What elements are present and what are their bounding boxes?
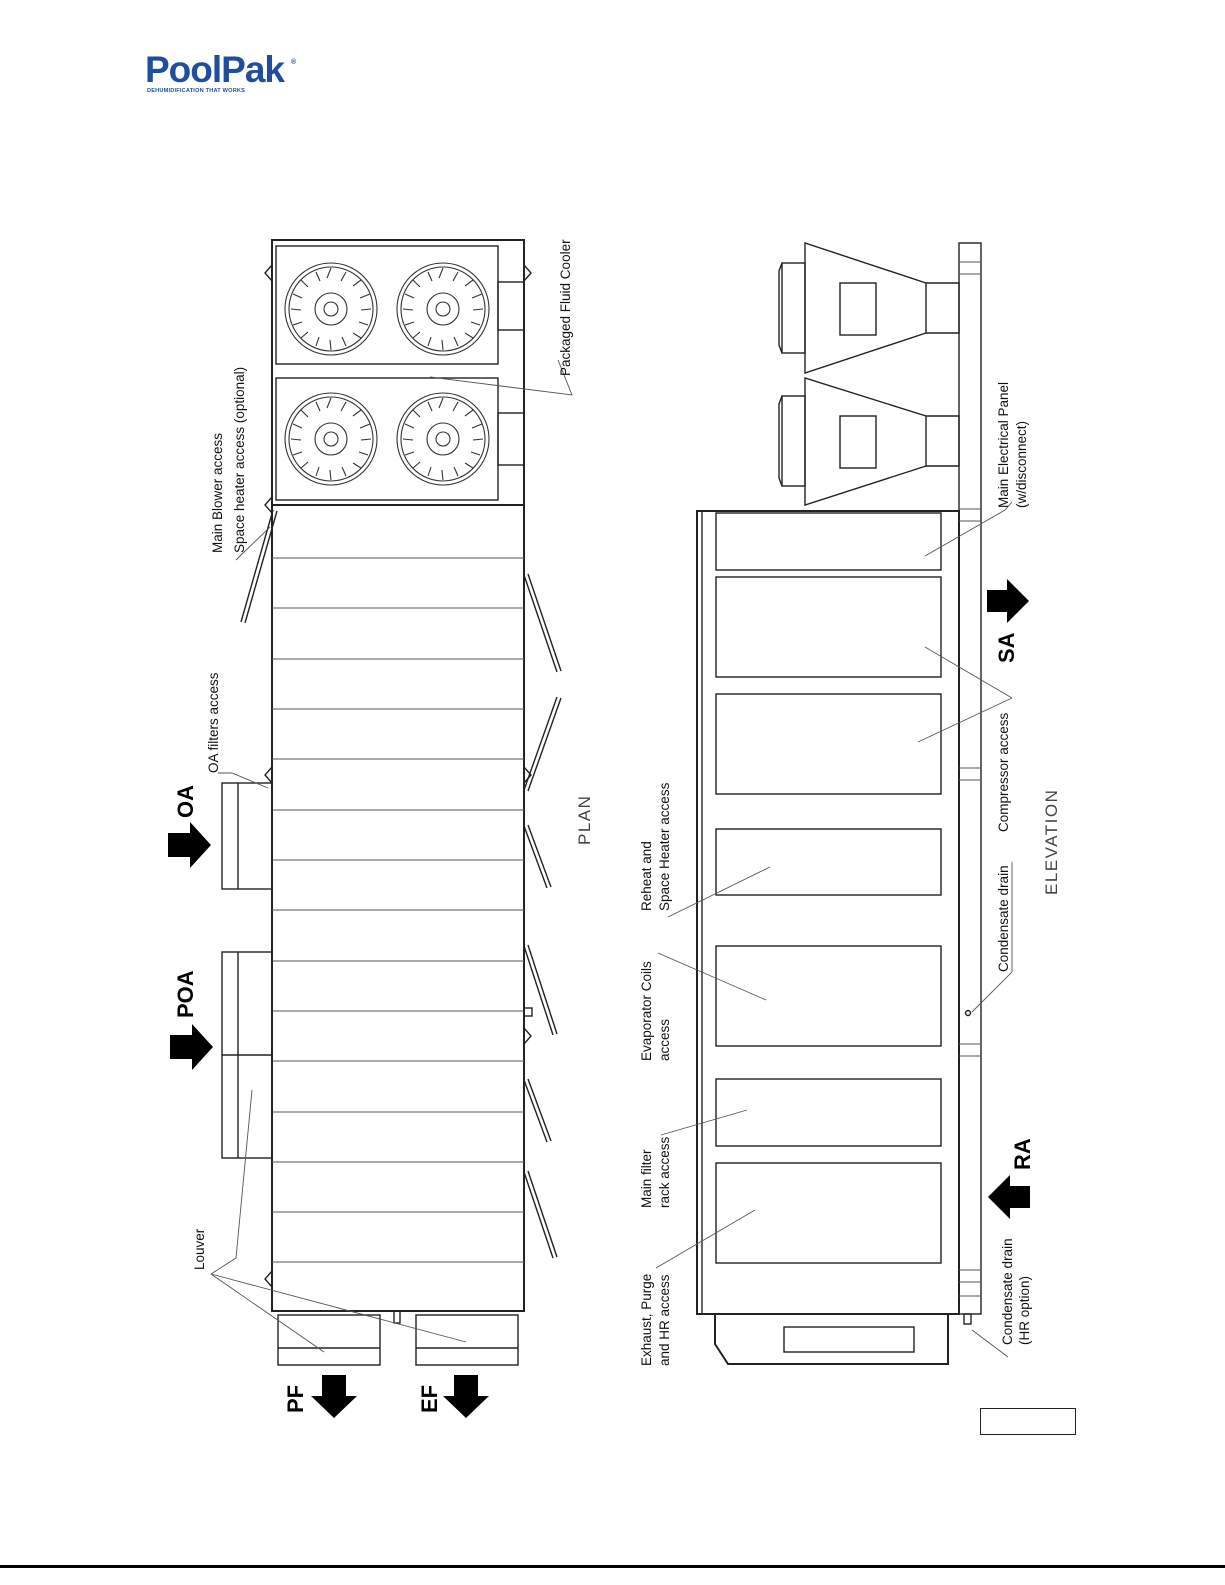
electrical-panel-label: Main Electrical Panel xyxy=(996,382,1011,508)
exhaust-purge-hr-door xyxy=(715,1162,942,1264)
exhaust-end-section xyxy=(697,1313,949,1365)
elevation-view-title: ELEVATION xyxy=(1042,789,1061,895)
exhaust-louver-slot xyxy=(783,1326,915,1353)
plan-leader-lines xyxy=(210,359,573,1353)
evaporator-access-label-line1: Evaporator Coils xyxy=(639,961,654,1061)
evaporator-door xyxy=(715,945,942,1047)
electrical-panel-door xyxy=(715,512,942,571)
logo-tagline: DEHUMIDIFICATION THAT WORKS xyxy=(147,88,245,94)
reheat-access-label-line2: Space Heater access xyxy=(657,782,672,911)
packaged-fluid-cooler-label: Packaged Fluid Cooler xyxy=(558,239,573,376)
ef-flow-label: EF xyxy=(417,1385,442,1413)
fan-2 xyxy=(396,262,490,356)
plan-panel-lines xyxy=(272,557,524,1263)
fluid-cooler-housing xyxy=(271,239,525,506)
poa-flow-label: POA xyxy=(173,970,198,1018)
ra-arrow xyxy=(988,1175,1030,1219)
pf-flow-label: PF xyxy=(283,1385,308,1413)
oa-arrow xyxy=(168,822,211,868)
condensate-drain-hr-label: Condensate drain xyxy=(1000,1238,1015,1345)
poolpak-logo: PoolPak ® DEHUMIDIFICATION THAT WORKS xyxy=(145,50,297,94)
pf-arrow xyxy=(311,1375,357,1418)
oa-flow-label: OA xyxy=(173,785,198,818)
fan-1 xyxy=(284,262,378,356)
space-heater-access-label: Space heater access (optional) xyxy=(232,367,247,553)
evaporator-access-label-line2: access xyxy=(657,1019,672,1061)
main-filter-access-label-line1: Main filter xyxy=(639,1149,654,1208)
sa-flow-label: SA xyxy=(994,632,1019,663)
page-bottom-rule xyxy=(0,1565,1225,1568)
hr-drain-stub xyxy=(963,1313,972,1325)
condensate-drain-hr-option-label: (HR option) xyxy=(1017,1276,1032,1345)
pf-discharge-hood xyxy=(277,1314,381,1366)
sa-arrow xyxy=(987,579,1029,623)
base-rail xyxy=(958,242,982,1315)
cooler-pipe-2 xyxy=(497,412,525,466)
condensate-drain-point xyxy=(964,1009,972,1017)
compressor-access-label: Compressor access xyxy=(996,712,1011,832)
poa-arrow xyxy=(170,1024,213,1070)
elevation-unit-casing xyxy=(696,510,960,1315)
exhaust-access-label-line1: Exhaust, Purge xyxy=(639,1274,654,1366)
plan-view-title: PLAN xyxy=(575,795,594,845)
fan-3 xyxy=(284,392,378,486)
plan-door-swings xyxy=(240,509,562,1259)
condensate-drain-label: Condensate drain xyxy=(996,865,1011,972)
empty-note-box xyxy=(980,1408,1076,1435)
oa-filters-access-label: OA filters access xyxy=(206,672,221,773)
oa-intake-hood xyxy=(221,782,273,890)
logo-wordmark: PoolPak xyxy=(145,50,285,90)
louver-label: Louver xyxy=(192,1228,207,1270)
plan-unit-casing xyxy=(271,504,525,1312)
fluid-cooler-module-1 xyxy=(275,245,499,365)
ef-arrow xyxy=(443,1375,489,1418)
fluid-cooler-module-2 xyxy=(275,377,499,501)
elevation-view: SA RA Main Electrical Panel (w/disconnec… xyxy=(639,242,1061,1366)
compressor-door-2 xyxy=(715,693,942,795)
cooler-pipe-1 xyxy=(497,281,525,331)
main-filter-access-label-line2: rack access xyxy=(657,1136,672,1208)
ra-flow-label: RA xyxy=(1010,1138,1035,1170)
main-filter-door xyxy=(715,1078,942,1147)
plan-view: OA POA PF EF Packaged F xyxy=(168,239,594,1418)
elevation-leader-lines xyxy=(655,501,1013,1358)
electrical-panel-disconnect-label: (w/disconnect) xyxy=(1014,421,1029,508)
lifting-lugs xyxy=(264,264,532,1288)
logo-registered-mark: ® xyxy=(291,58,297,66)
elevation-fluid-cooler xyxy=(778,242,960,506)
compressor-door-1 xyxy=(715,576,942,678)
reheat-door xyxy=(715,828,942,896)
main-blower-access-label: Main Blower access xyxy=(210,433,225,553)
fan-4 xyxy=(396,392,490,486)
reheat-access-label-line1: Reheat and xyxy=(639,841,654,911)
ef-discharge-hood xyxy=(415,1314,519,1366)
exhaust-access-label-line2: and HR access xyxy=(657,1274,672,1366)
